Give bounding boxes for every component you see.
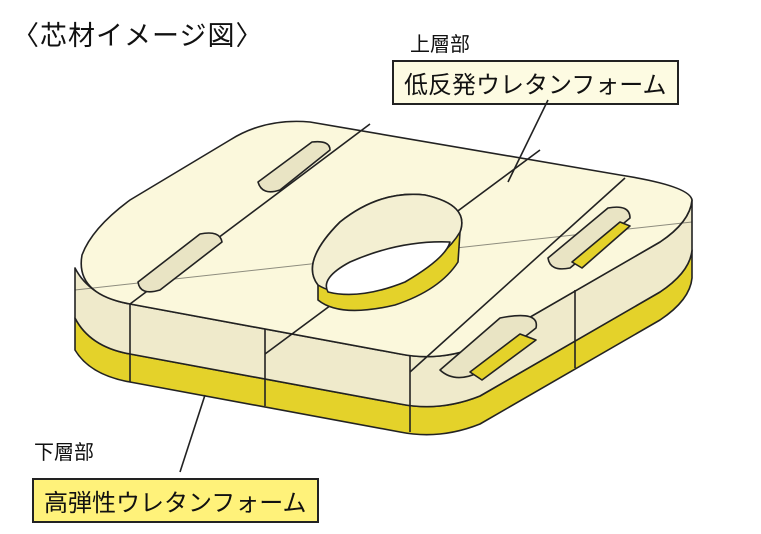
slot-hole-top-left [257, 140, 331, 193]
slot-hole-left [137, 232, 223, 293]
slot-hole-bottom-right [439, 314, 538, 379]
lower-material-label: 高弾性ウレタンフォーム [32, 478, 319, 523]
lower-layer-label: 下層部 [34, 440, 94, 464]
center-oval-opening [325, 241, 451, 296]
upper-leader-line [507, 99, 549, 183]
diagram-title: 〈芯材イメージ図〉 [12, 21, 264, 52]
seam-line [409, 177, 626, 373]
slot-hole-right [547, 206, 631, 270]
upper-material-label: 低反発ウレタンフォーム [392, 60, 679, 105]
upper-layer-label: 上層部 [410, 32, 470, 56]
slot-hole-bottom-right-base [469, 333, 537, 381]
lower-leader-line [179, 394, 206, 473]
slot-hole-right-base [571, 221, 631, 269]
